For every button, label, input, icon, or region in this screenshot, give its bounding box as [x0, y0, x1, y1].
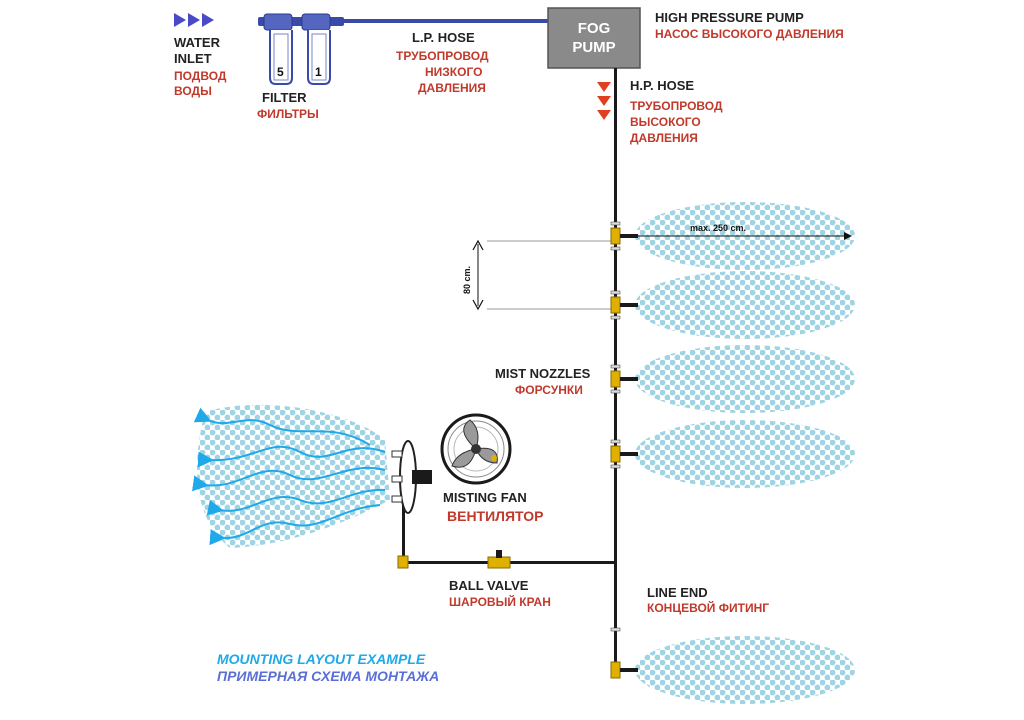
hp-hose-label-ru-2: ВЫСОКОГО	[630, 115, 701, 129]
lp-hose-label-ru-3: ДАВЛЕНИЯ	[418, 81, 486, 95]
hp-hose-label-en: H.P. HOSE	[630, 78, 694, 93]
mist-clouds	[635, 202, 855, 704]
filter-housings	[258, 13, 344, 85]
filter-label-ru: ФИЛЬТРЫ	[257, 107, 319, 121]
water-inlet-arrows	[174, 13, 214, 27]
misting-fan-label-en: MISTING FAN	[443, 490, 527, 505]
hp-pump-label-ru: НАСОС ВЫСОКОГО ДАВЛЕНИЯ	[655, 27, 844, 41]
lp-hose-line	[344, 19, 548, 23]
ball-valve-label-en: BALL VALVE	[449, 578, 529, 593]
caption-ru: ПРИМЕРНАЯ СХЕМА МОНТАЖА	[217, 668, 439, 684]
ball-valve-label-ru: ШАРОВЫЙ КРАН	[449, 594, 551, 609]
fog-pump-box	[547, 7, 641, 69]
airflow-arrows	[191, 407, 386, 546]
ball-valve-icon	[487, 550, 511, 569]
filter-stage-1: 1	[315, 65, 322, 79]
water-inlet-label-en-2: INLET	[174, 51, 212, 66]
hp-hose-label-ru-1: ТРУБОПРОВОД	[630, 99, 723, 113]
misting-fan-side	[391, 440, 432, 514]
spacing-dimension	[472, 239, 612, 311]
pump-label-2: PUMP	[572, 39, 615, 56]
misting-fan-icon	[440, 413, 512, 485]
fan-feed-line	[402, 498, 405, 564]
filter-label-en: FILTER	[262, 90, 307, 105]
elbow-fitting	[397, 555, 409, 569]
line-end-label-ru: КОНЦЕВОЙ ФИТИНГ	[647, 600, 769, 615]
line-end-label-en: LINE END	[647, 585, 708, 600]
mist-nozzles	[610, 221, 638, 679]
water-inlet-label-ru-1: ПОДВОД	[174, 69, 227, 83]
caption-en: MOUNTING LAYOUT EXAMPLE	[217, 651, 426, 667]
pump-label-1: FOG	[578, 20, 611, 37]
hp-flow-arrows	[597, 82, 611, 120]
hp-hose-label-ru-3: ДАВЛЕНИЯ	[630, 131, 698, 145]
water-inlet-label-en-1: WATER	[174, 35, 221, 50]
range-label: max. 250 cm.	[690, 223, 746, 233]
mist-nozzles-label-ru: ФОРСУНКИ	[515, 383, 583, 397]
lp-hose-label-ru-1: ТРУБОПРОВОД	[396, 49, 489, 63]
lp-hose-label-en: L.P. HOSE	[412, 30, 475, 45]
lp-hose-label-ru-2: НИЗКОГО	[425, 65, 482, 79]
mist-nozzles-label-en: MIST NOZZLES	[495, 366, 591, 381]
spacing-label: 80 cm.	[462, 266, 472, 294]
water-inlet-label-ru-2: ВОДЫ	[174, 84, 212, 98]
filter-stage-5: 5	[277, 65, 284, 79]
misting-fan-label-ru: ВЕНТИЛЯТОР	[447, 508, 544, 524]
hp-pump-label-en: HIGH PRESSURE PUMP	[655, 10, 804, 25]
